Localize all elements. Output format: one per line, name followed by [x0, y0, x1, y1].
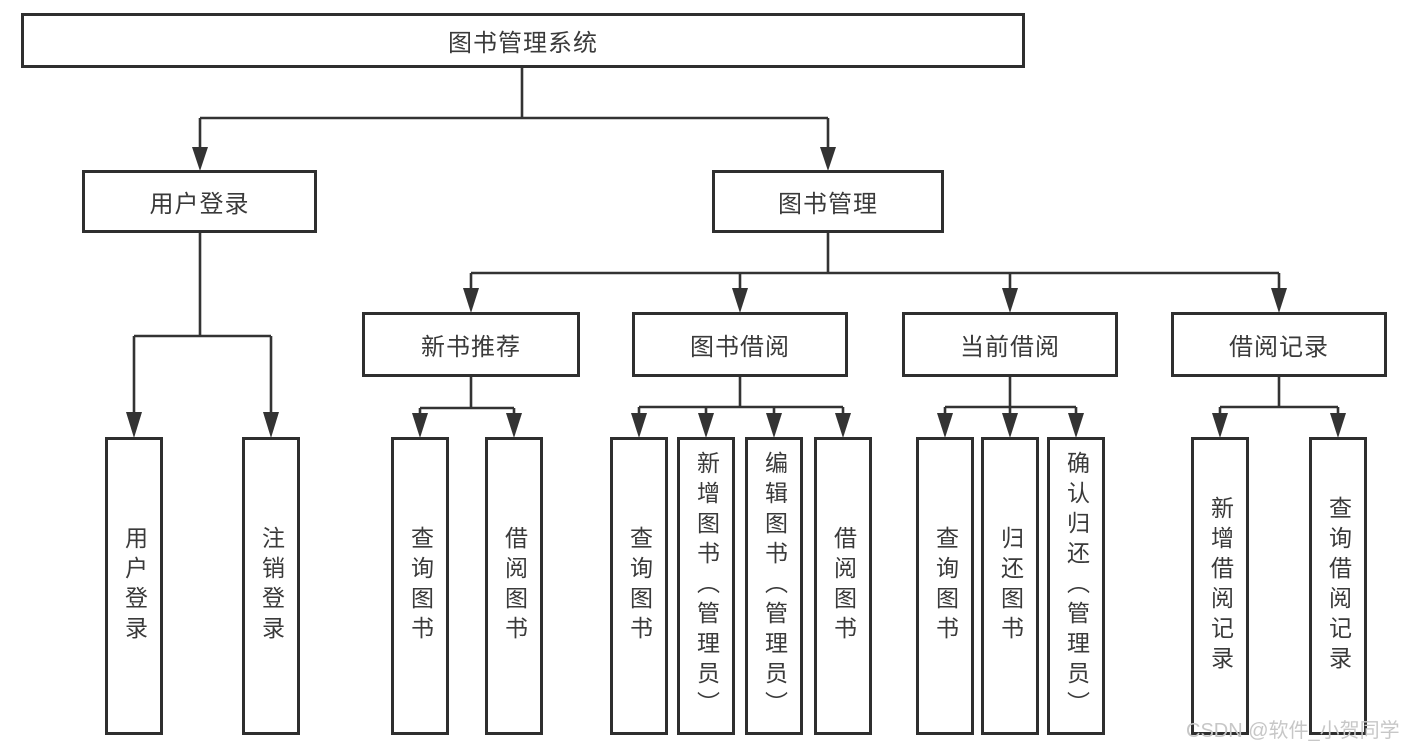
- leaf-borrow-query-book: 查询图书: [610, 437, 668, 735]
- leaf-return-book: 归还图书: [981, 437, 1039, 735]
- node-current-borrow: 当前借阅: [902, 312, 1118, 377]
- leaf-query-borrow-record: 查询借阅记录: [1309, 437, 1367, 735]
- leaf-recommend-borrow-book-label: 借阅图书: [501, 526, 528, 646]
- leaf-user-login-label: 用户登录: [121, 526, 148, 646]
- node-borrow-record: 借阅记录: [1171, 312, 1387, 377]
- leaf-borrow-book-label: 借阅图书: [830, 526, 857, 646]
- leaf-current-query-book: 查询图书: [916, 437, 974, 735]
- node-new-book-recommend: 新书推荐: [362, 312, 580, 377]
- leaf-recommend-query-book-label: 查询图书: [407, 526, 434, 646]
- leaf-edit-book-admin: 编辑图书（管理员）: [745, 437, 803, 735]
- node-book-borrow: 图书借阅: [632, 312, 848, 377]
- leaf-current-query-book-label: 查询图书: [932, 526, 959, 646]
- csdn-watermark: CSDN @软件_小贺同学: [1186, 720, 1400, 742]
- leaf-logout-label: 注销登录: [258, 526, 285, 646]
- node-book-borrow-label: 图书借阅: [690, 334, 790, 361]
- leaf-confirm-return-admin-label: 确认归还（管理员）: [1063, 451, 1090, 721]
- leaf-add-borrow-record: 新增借阅记录: [1191, 437, 1249, 735]
- leaf-add-book-admin-label: 新增图书（管理员）: [693, 451, 720, 721]
- node-root-label: 图书管理系统: [448, 30, 598, 57]
- leaf-add-borrow-record-label: 新增借阅记录: [1207, 496, 1234, 676]
- leaf-add-book-admin: 新增图书（管理员）: [677, 437, 735, 735]
- node-new-book-recommend-label: 新书推荐: [421, 334, 521, 361]
- leaf-return-book-label: 归还图书: [997, 526, 1024, 646]
- leaf-confirm-return-admin: 确认归还（管理员）: [1047, 437, 1105, 735]
- node-book-management: 图书管理: [712, 170, 944, 233]
- node-borrow-record-label: 借阅记录: [1229, 334, 1329, 361]
- leaf-recommend-query-book: 查询图书: [391, 437, 449, 735]
- leaf-query-borrow-record-label: 查询借阅记录: [1325, 496, 1352, 676]
- leaf-user-login: 用户登录: [105, 437, 163, 735]
- leaf-logout: 注销登录: [242, 437, 300, 735]
- node-root: 图书管理系统: [21, 13, 1025, 68]
- leaf-borrow-book: 借阅图书: [814, 437, 872, 735]
- node-book-management-label: 图书管理: [778, 191, 878, 218]
- leaf-edit-book-admin-label: 编辑图书（管理员）: [761, 451, 788, 721]
- node-user-login: 用户登录: [82, 170, 317, 233]
- node-current-borrow-label: 当前借阅: [960, 334, 1060, 361]
- node-user-login-label: 用户登录: [149, 191, 250, 218]
- leaf-borrow-query-book-label: 查询图书: [626, 526, 653, 646]
- leaf-recommend-borrow-book: 借阅图书: [485, 437, 543, 735]
